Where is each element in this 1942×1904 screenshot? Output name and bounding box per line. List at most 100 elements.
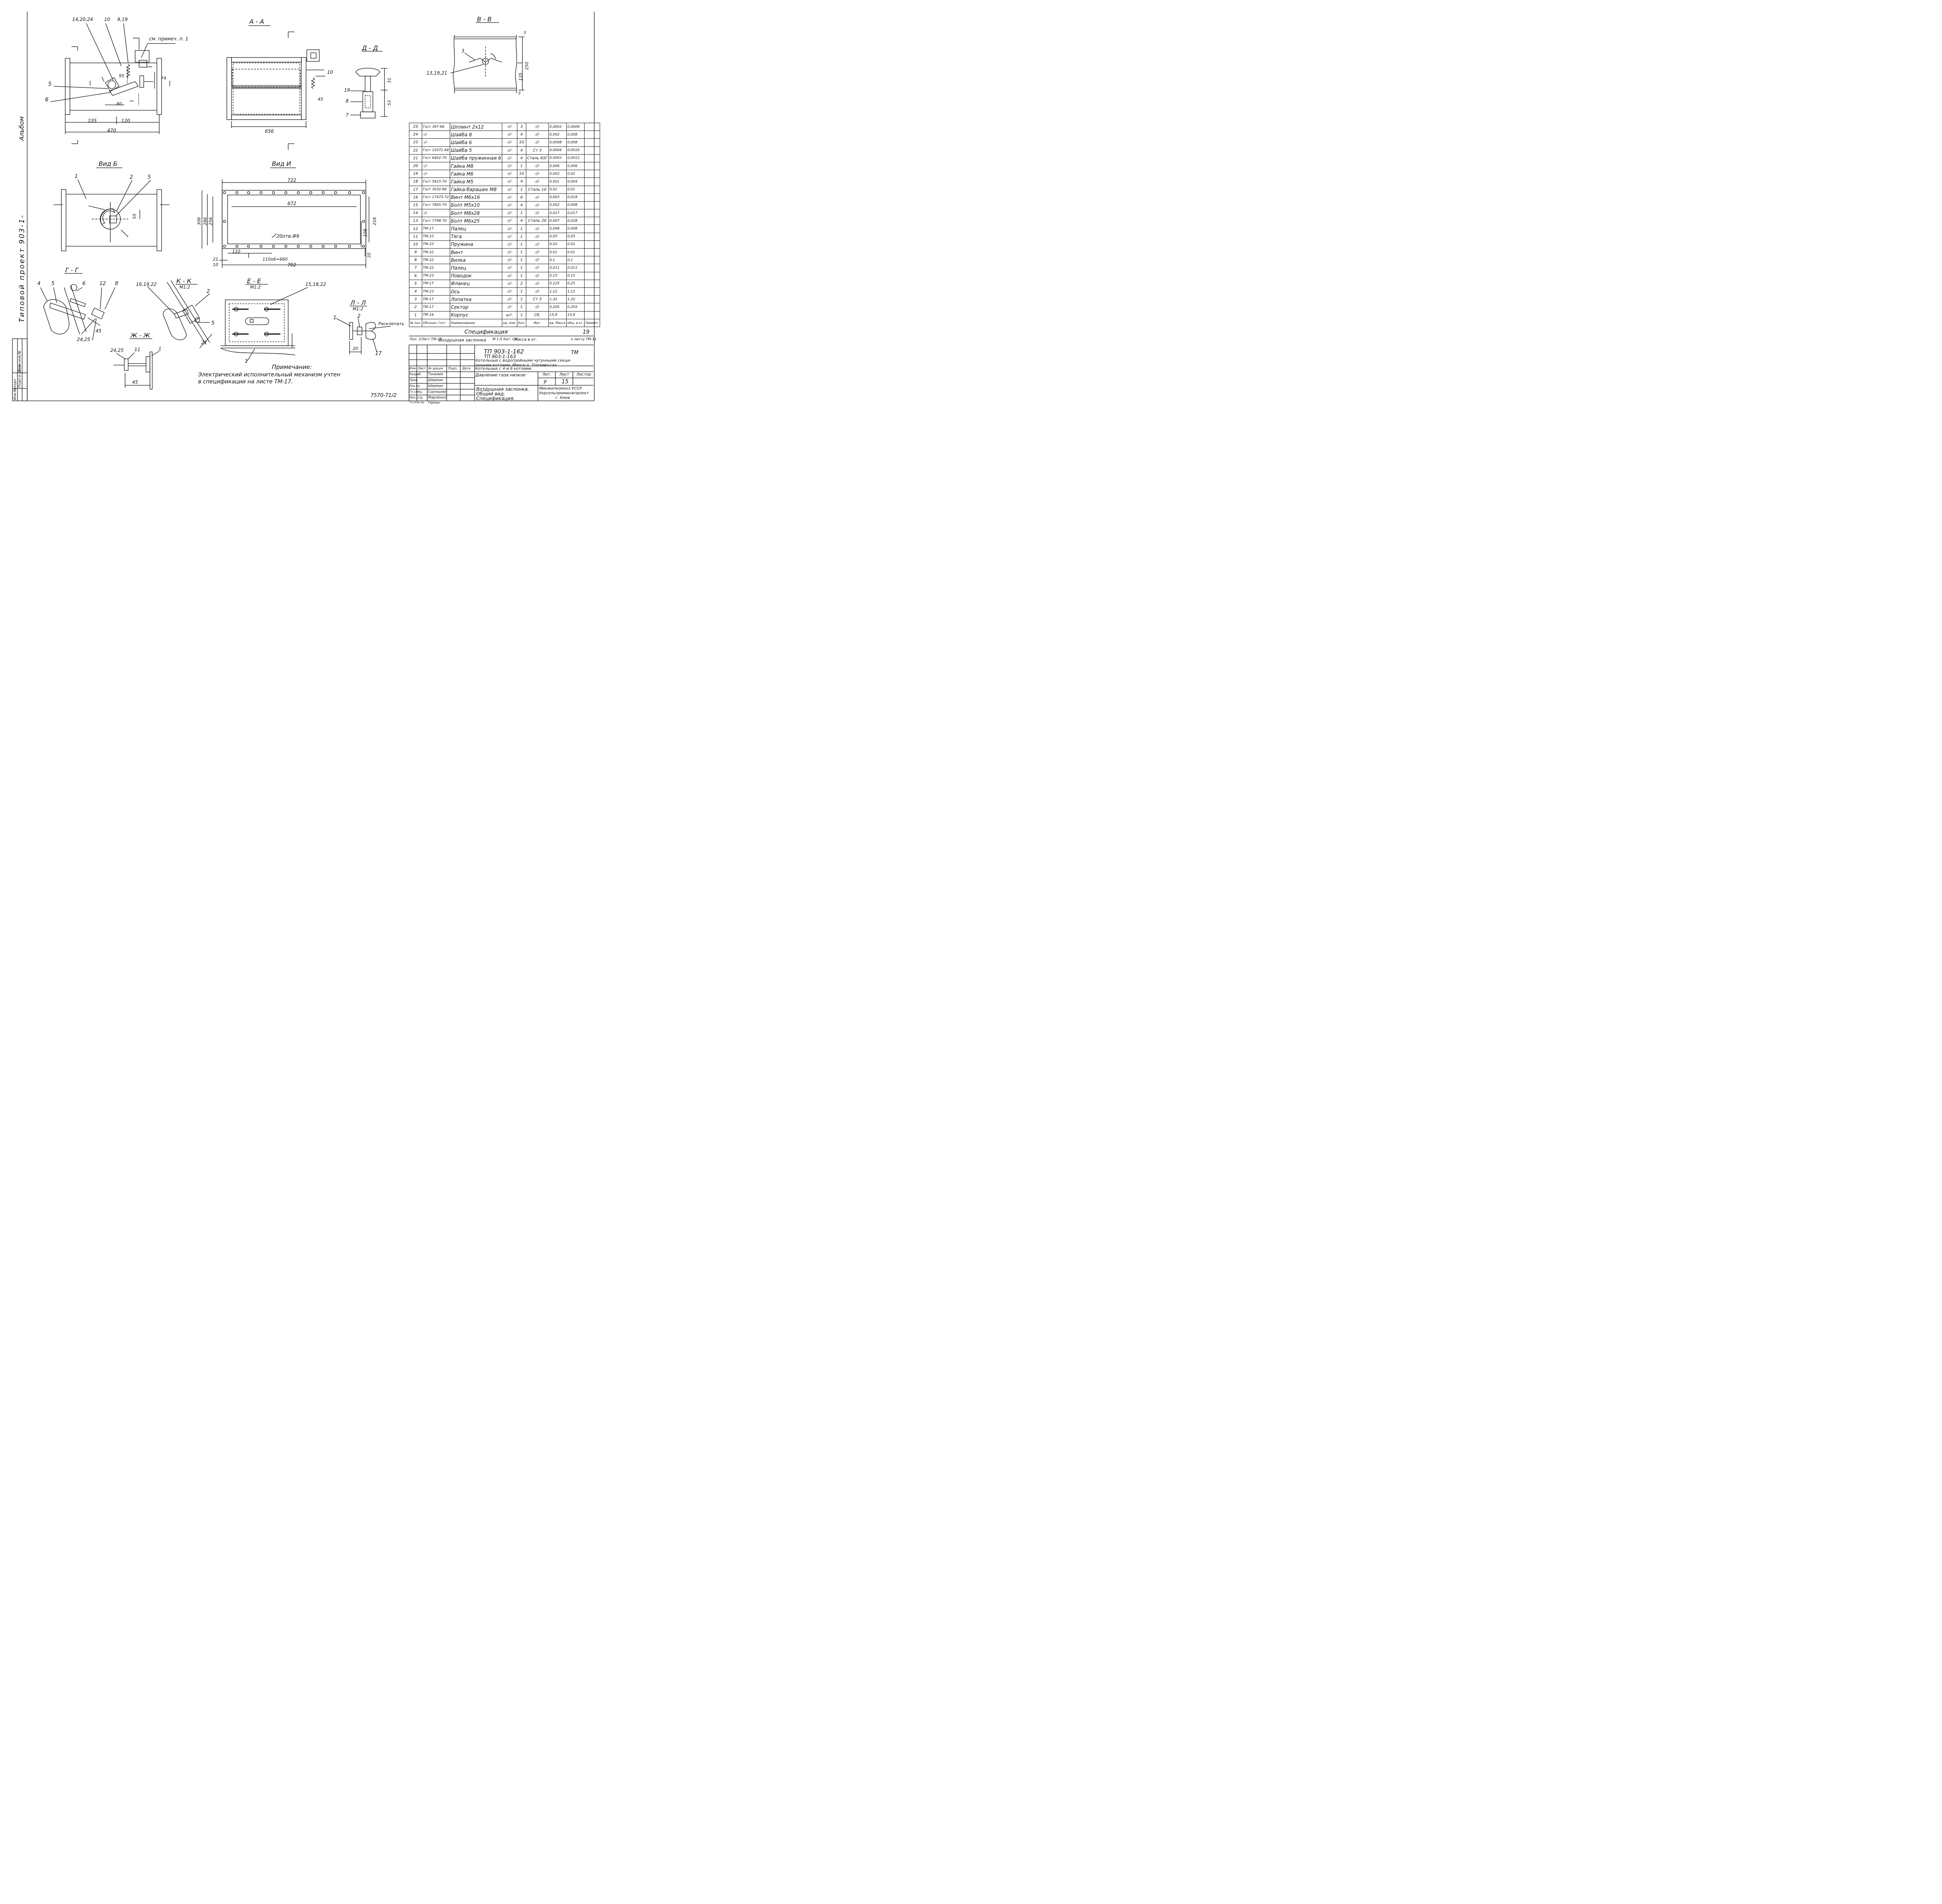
- spec-cell: [584, 248, 600, 257]
- dd-ref-7: 7: [346, 112, 349, 118]
- section-ee: [220, 284, 308, 362]
- spec-cell: 0,05: [566, 232, 585, 241]
- dim-14-20-24: 14,20,24: [72, 17, 93, 22]
- dim-470: 470: [107, 128, 116, 133]
- spec-cell: 0,0003: [548, 122, 567, 131]
- tb-role-6: Гл.инж.пр.: [409, 401, 425, 404]
- section-ll-title: Л - Л: [350, 299, 366, 306]
- tb-listov-label: Листов: [576, 372, 591, 377]
- spec-cell: [584, 146, 600, 155]
- spec-cell: Гост 17475-72: [421, 193, 450, 202]
- section-ee-title: Е - Е: [247, 277, 261, 285]
- dim-9-19: 9,19: [117, 17, 128, 22]
- spec-cell: 0,008: [548, 225, 567, 233]
- view-i: [202, 167, 369, 268]
- drawing-linework: [12, 12, 595, 401]
- spec-cell: 0,0008: [548, 138, 567, 147]
- tb-sheet: 15: [562, 379, 569, 385]
- spec-cell: Сталь 20: [526, 217, 549, 225]
- gg-ref-6: 6: [82, 281, 86, 287]
- spec-title: Спецификация: [465, 329, 508, 335]
- spec-cell: ТМ-17: [421, 295, 450, 304]
- vi-dim-35: 35: [367, 252, 372, 258]
- spec-cell: 2: [409, 303, 422, 312]
- tb-org-1: Минжилкомхоз УССР: [539, 386, 582, 391]
- spec-cell: Тяга: [449, 232, 503, 241]
- spec-cell: 0,004: [566, 178, 585, 186]
- spec-cell: -//-: [421, 162, 450, 171]
- vi-dim-256: 256: [208, 217, 213, 225]
- spec-cell: -//-: [502, 193, 517, 202]
- spec-cell: -//-: [526, 170, 549, 178]
- tb-list-label: Лист: [559, 372, 569, 377]
- ll-ref-1: 1: [333, 315, 337, 321]
- spec-cell: 20: [409, 162, 422, 171]
- spec-cell: [584, 225, 600, 233]
- spec-cell: 6: [517, 193, 526, 202]
- spec-cell: 0,002: [548, 131, 567, 139]
- spec-cell: 0,205: [566, 303, 585, 312]
- spec-cell: 0,0016: [566, 146, 585, 155]
- spec-cell: Корпус: [449, 311, 503, 319]
- spec-cell: 22: [409, 146, 422, 155]
- spec-cell: 19: [409, 170, 422, 178]
- spec-cell: 0,01: [548, 185, 567, 194]
- vb-ref-5: 5: [148, 174, 151, 180]
- stamp-col-3: Взам.инв.№: [18, 350, 22, 372]
- section-gg: [40, 273, 115, 341]
- zhzh-ref-11: 11: [134, 347, 141, 352]
- spec-cell: 1: [517, 232, 526, 241]
- spec-cell: [584, 178, 600, 186]
- spec-cell: Сталь 65Г: [526, 154, 549, 162]
- spec-cell: ед. Масса: [548, 318, 567, 327]
- spec-cell: [584, 185, 600, 194]
- spec-cell: ТМ-22: [421, 256, 450, 265]
- spec-cell: Палец: [449, 225, 503, 233]
- spec-cell: 13: [409, 217, 422, 225]
- spec-cell: [584, 256, 600, 265]
- tb-col-sign: Подп.: [448, 367, 458, 370]
- spec-cell: 24: [409, 131, 422, 139]
- spec-cell: 0,02: [548, 240, 567, 249]
- spec-cell: [584, 201, 600, 210]
- spec-cell: Гост 7805-70: [421, 201, 450, 210]
- spec-cell: 1: [517, 287, 526, 296]
- tb-stage: Р: [544, 379, 547, 385]
- spec-cell: [584, 287, 600, 296]
- spec-cell: 25: [409, 122, 422, 131]
- spec-cell: Наименование: [449, 318, 503, 327]
- section-kk: [147, 280, 212, 348]
- view-b: [54, 167, 169, 251]
- vi-dim-216: 216: [372, 217, 377, 225]
- spec-cell: -//-: [502, 146, 517, 155]
- spec-cell: -//-: [526, 138, 549, 147]
- dd-ref-19: 19: [344, 87, 350, 93]
- spec-cell: -//-: [526, 209, 549, 218]
- spec-cell: 18: [409, 178, 422, 186]
- spec-cell: 0,011: [566, 264, 585, 272]
- spec-cell: -//-: [526, 122, 549, 131]
- spec-cell: 0,205: [548, 303, 567, 312]
- section-dd: [350, 51, 388, 118]
- spec-cell: -//-: [526, 240, 549, 249]
- spec-cell: 1,12: [566, 287, 585, 296]
- spec-cell: -//-: [502, 272, 517, 280]
- spec-cell: Шайба 8: [449, 131, 503, 139]
- vb-dim-55: 55: [132, 214, 137, 219]
- spec-cell: 0,01: [548, 248, 567, 257]
- vi-dim-108: 108: [363, 229, 368, 237]
- sub-scale: М 1:5: [492, 338, 503, 341]
- spec-cell: -//-: [502, 209, 517, 218]
- spec-cell: 1: [517, 256, 526, 265]
- spec-cell: Сектор: [449, 303, 503, 312]
- main-view: [50, 23, 176, 144]
- spec-cell: Болт М6х25: [449, 217, 503, 225]
- spec-cell: -//-: [502, 178, 517, 186]
- vi-dim-722: 722: [287, 178, 296, 183]
